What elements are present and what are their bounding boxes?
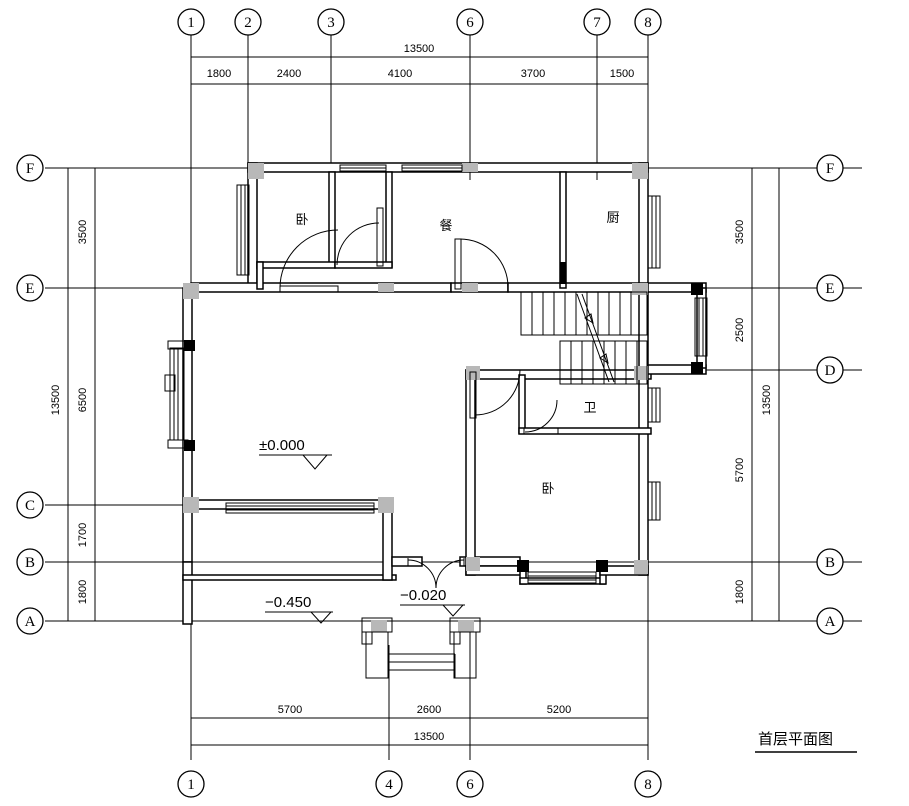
- grid-bubble-bottom-4: 4: [385, 777, 393, 793]
- windows: [164, 164, 708, 584]
- elevation-entry-value: −0.020: [400, 587, 446, 604]
- window-bathroom-east: [647, 387, 661, 423]
- dim-bottom-1: 5700: [278, 704, 302, 716]
- dim-left-2: 6500: [77, 388, 89, 412]
- drawing-title: 首层平面图: [758, 730, 833, 748]
- dim-left-total: 13500: [50, 385, 62, 416]
- door-bathroom: [523, 399, 559, 435]
- grid-bubble-right-B: B: [825, 555, 835, 571]
- elevation-terrace: −0.450: [265, 594, 333, 624]
- window-north-b: [401, 164, 463, 172]
- bottom-grid-bubbles: 1 4 6 8: [177, 770, 662, 798]
- grid-bubble-top-7: 7: [593, 15, 601, 31]
- dim-right-2: 2500: [734, 318, 746, 342]
- grid-bubble-left-A: A: [25, 614, 36, 630]
- dim-top-2: 2400: [277, 68, 301, 80]
- grid-bubble-top-8: 8: [644, 15, 652, 31]
- elevation-terrace-value: −0.450: [265, 594, 311, 611]
- dim-top-5: 1500: [610, 68, 634, 80]
- window-kitchen-east: [647, 195, 661, 269]
- elevation-main-floor: ±0.000: [259, 437, 332, 470]
- grid-bubble-left-F: F: [26, 161, 34, 177]
- grid-bubble-top-2: 2: [244, 15, 252, 31]
- door-se-entry: [469, 369, 521, 419]
- dim-left-1: 3500: [77, 220, 89, 244]
- window-bedroom-se-east: [647, 481, 661, 521]
- grid-bubble-left-B: B: [25, 555, 35, 571]
- window-terrace-north: [225, 502, 375, 514]
- grid-bubble-bottom-6: 6: [466, 777, 474, 793]
- door-main-entry-left: [407, 558, 437, 589]
- bottom-dimension-chain: 5700 2600 5200 13500: [190, 704, 649, 746]
- door-main-entry-right: [435, 558, 465, 589]
- dim-right-total: 13500: [761, 385, 773, 416]
- grid-bubble-top-3: 3: [327, 15, 335, 31]
- elevation-main-floor-value: ±0.000: [259, 437, 305, 454]
- room-label-bedroom-upper-left: 卧: [295, 213, 308, 228]
- dim-left-3: 1700: [77, 523, 89, 547]
- dim-right-3: 5700: [734, 458, 746, 482]
- elevation-markers: ±0.000 −0.450 −0.020: [259, 437, 465, 624]
- room-label-bathroom: 卫: [583, 401, 596, 416]
- room-label-bedroom-lower-right: 卧: [541, 482, 554, 497]
- room-label-kitchen: 厨: [606, 211, 619, 226]
- elevation-entry: −0.020: [400, 587, 465, 617]
- room-labels: 卧 餐 厨 卫 卧: [295, 211, 619, 497]
- grid-bubble-right-D: D: [825, 363, 836, 379]
- door-small-room: [336, 207, 384, 267]
- dim-top-3: 4100: [388, 68, 412, 80]
- dim-bottom-total: 13500: [414, 731, 445, 743]
- top-dimension-chain: 13500 1800 2400 4100 3700 1500: [190, 43, 649, 85]
- grid-bubble-right-E: E: [825, 281, 834, 297]
- left-grid-bubbles: F E C B A: [16, 154, 44, 635]
- grid-bubble-bottom-1: 1: [187, 777, 195, 793]
- dim-bottom-2: 2600: [417, 704, 441, 716]
- door-bedroom-upper: [279, 229, 339, 293]
- column-markers-black: [184, 262, 703, 572]
- grid-bubble-bottom-8: 8: [644, 777, 652, 793]
- left-dimension-chain: 13500 3500 6500 1700 1800: [50, 167, 96, 622]
- entry-porch-steps: [361, 617, 481, 679]
- dim-right-1: 3500: [734, 220, 746, 244]
- right-dimension-chain: 3500 2500 5700 1800 13500: [734, 167, 780, 622]
- top-grid-bubbles: 1 2 3 6 7 8: [177, 8, 662, 36]
- doors: [279, 207, 559, 589]
- dim-right-4: 1800: [734, 580, 746, 604]
- grid-bubble-left-C: C: [25, 498, 35, 514]
- window-north-a: [339, 164, 387, 172]
- dim-bottom-3: 5200: [547, 704, 571, 716]
- stair-direction-arrow: [576, 293, 615, 383]
- grid-bubble-top-1: 1: [187, 15, 195, 31]
- dim-top-total: 13500: [404, 43, 435, 55]
- window-bedroom-west: [236, 184, 250, 276]
- dim-left-4: 1800: [77, 580, 89, 604]
- door-dining-hall: [454, 238, 509, 290]
- dim-top-4: 3700: [521, 68, 545, 80]
- grid-bubble-right-A: A: [825, 614, 836, 630]
- grid-bubble-right-F: F: [826, 161, 834, 177]
- room-label-dining-room: 餐: [439, 218, 452, 234]
- grid-bubble-left-E: E: [25, 281, 34, 297]
- stairs: [520, 291, 648, 385]
- drawing-title-block: 首层平面图: [755, 730, 857, 753]
- dim-top-1: 1800: [207, 68, 231, 80]
- window-bedroom-se-south: [527, 571, 597, 584]
- window-east-mid: [694, 297, 708, 357]
- right-grid-bubbles: F E D B A: [816, 154, 844, 635]
- window-bay-west: [164, 340, 189, 449]
- grid-bubble-top-6: 6: [466, 15, 474, 31]
